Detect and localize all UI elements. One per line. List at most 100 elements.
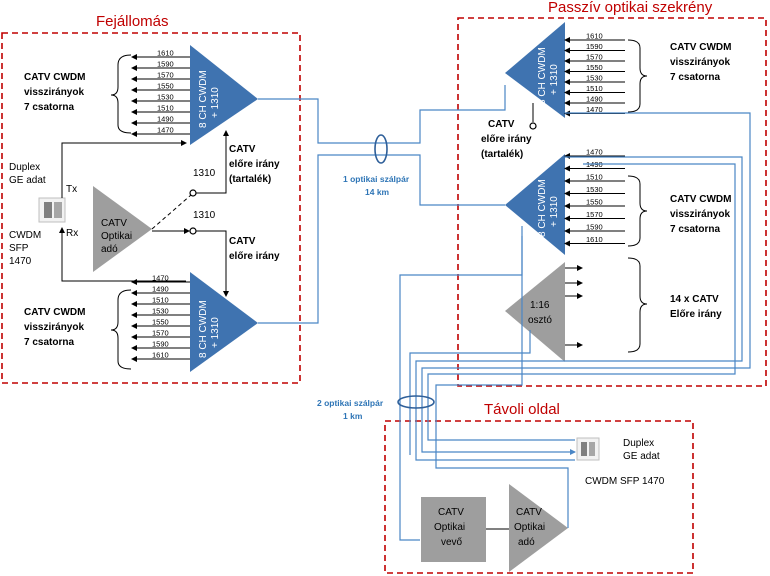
mux-label-line1: 8 CH CWDM [198, 70, 209, 128]
sfp-label-1: CWDM [9, 230, 41, 241]
remote-duplex-1: Duplex [623, 438, 654, 449]
cab-wavelength-label: 1590 [586, 42, 603, 51]
mux-label-line2-b: + 1310 [210, 317, 221, 348]
tx-block-line1: CATV [101, 218, 127, 229]
splitter-line1: 1:16 [530, 300, 550, 311]
cabinet-title: Passzív optikai szekrény [548, 0, 713, 16]
cabinet-region [457, 17, 767, 387]
remote-tx-line1: CATV [516, 507, 542, 518]
wavelength-label: 1510 [152, 296, 169, 305]
link-remote-1: 2 optikai szálpár [317, 398, 384, 408]
main-fiber-upper [258, 85, 506, 144]
return-label-top-2: visszirányok [24, 87, 84, 98]
cabinet-top-mux: 8 CH CWDM + 1310 [505, 22, 565, 118]
cab-reserve-2: előre irány [481, 134, 532, 145]
remote-region [384, 420, 694, 574]
return-label-bottom-1: CATV CWDM [24, 307, 85, 318]
cabinet-splitter: 1:16 osztó [505, 262, 565, 362]
cab-mux-line2: + 1310 [549, 64, 560, 95]
headend-bottom-mux: 8 CH CWDM + 1310 [190, 272, 258, 372]
brace-cabinet-second [627, 175, 648, 247]
cab-wavelength-label: 1510 [586, 84, 603, 93]
remote-duplex-2: GE adat [623, 451, 660, 462]
tx-line [61, 140, 187, 198]
cab2-wavelength-label: 1550 [586, 198, 603, 207]
wavelength-label: 1550 [157, 82, 174, 91]
fiber-bundle-main [374, 134, 388, 164]
return-label-bottom-3: 7 csatorna [24, 337, 74, 348]
cab2-wavelength-label: 1470 [586, 148, 603, 157]
cab-wavelength-label: 1530 [586, 74, 603, 83]
forward-reserve-3: (tartalék) [229, 174, 271, 185]
duplex-label-1: Duplex [9, 162, 40, 173]
receiver-line2: Optikai [434, 522, 465, 533]
remote-sfp-icon [576, 437, 600, 461]
cab-fiber-1470-return [421, 112, 751, 455]
forward-to-mux [196, 230, 229, 297]
mux-label-line2: + 1310 [210, 87, 221, 118]
return-label-top-3: 7 csatorna [24, 102, 74, 113]
cab-mux-line1: 8 CH CWDM [537, 47, 548, 105]
link-remote-2: 1 km [343, 411, 363, 421]
brace-bottom-left [110, 289, 132, 370]
headend-catv-transmitter: CATV Optikai adó [93, 186, 152, 272]
forward-reserve-1: CATV [229, 144, 256, 155]
cab-reserve-1: CATV [488, 119, 515, 130]
forward-reserve-2: előre irány [229, 159, 280, 170]
wavelength-label: 1530 [152, 307, 169, 316]
cab2-return-2: visszirányok [670, 209, 730, 220]
cab2-wavelength-label: 1510 [586, 173, 603, 182]
remote-sfp-label: CWDM SFP 1470 [585, 476, 665, 487]
cab-fiber-mux-to-splitter [399, 226, 523, 541]
cab-wavelength-label: 1550 [586, 63, 603, 72]
return-label-top-1: CATV CWDM [24, 72, 85, 83]
cab2-return-3: 7 csatorna [670, 224, 720, 235]
duplex-label-2: GE adat [9, 175, 46, 186]
switch-node-bottom [189, 227, 197, 235]
remote-tx-line2: Optikai [514, 522, 545, 533]
headend-top-mux: 8 CH CWDM + 1310 [190, 45, 258, 145]
remote-tx-line3: adó [518, 537, 535, 548]
tx-block-line2: Optikai [101, 231, 132, 242]
remote-title: Távoli oldal [484, 401, 560, 418]
cab-top-return-2: visszirányok [670, 57, 730, 68]
cab2-wavelength-label: 1570 [586, 210, 603, 219]
splitter-line2: osztó [528, 315, 552, 326]
headend-title: Fejállomás [96, 13, 169, 30]
cab2-return-1: CATV CWDM [670, 194, 731, 205]
tx-block-line3: adó [101, 244, 118, 255]
sfp-label-3: 1470 [9, 256, 32, 267]
fiber-bundle-remote [397, 395, 435, 409]
cab-reserve-node [529, 122, 537, 130]
cab-wavelength-label: 1570 [586, 53, 603, 62]
link-main-1: 1 optikai szálpár [343, 174, 410, 184]
link-main-2: 14 km [365, 187, 390, 197]
splitter-outputs [565, 265, 583, 348]
cab-wavelength-label: 1470 [586, 105, 603, 114]
switch-node-top [189, 189, 197, 197]
cab-top-return-1: CATV CWDM [670, 42, 731, 53]
wl-1310-bottom: 1310 [193, 210, 216, 221]
remote-catv-receiver: CATV Optikai vevő [421, 497, 486, 562]
wavelength-label: 1470 [157, 126, 174, 135]
wavelength-label: 1570 [152, 329, 169, 338]
cab2-wavelength-label: 1590 [586, 223, 603, 232]
cab-fiber-1490-in [427, 163, 736, 441]
brace-splitter [627, 257, 648, 353]
brace-cabinet-top [627, 39, 648, 113]
splitter-label-1: 14 x CATV [670, 294, 719, 305]
wavelength-label: 1610 [157, 49, 174, 58]
receiver-line1: CATV [438, 507, 464, 518]
cab-fiber-1470-in [415, 156, 743, 461]
receiver-line3: vevő [441, 537, 463, 548]
mux-label-line1-b: 8 CH CWDM [198, 300, 209, 358]
remote-tx-fiber [435, 236, 569, 528]
cab2-mux-line2: + 1310 [549, 196, 560, 227]
cab-top-return-3: 7 csatorna [670, 72, 720, 83]
sfp-module-icon [38, 197, 66, 223]
headend-region [1, 32, 301, 384]
wavelength-label: 1470 [152, 274, 169, 283]
reserve-dashed-path [151, 194, 192, 230]
